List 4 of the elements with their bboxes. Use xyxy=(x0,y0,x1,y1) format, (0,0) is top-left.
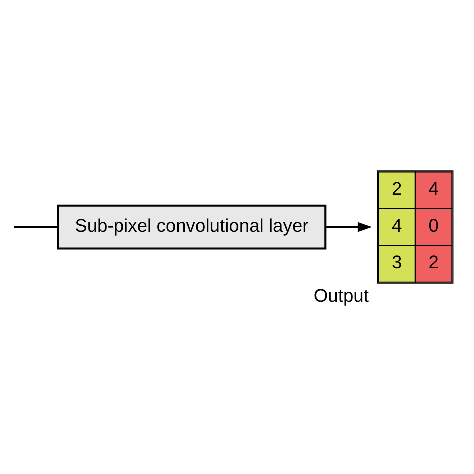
node-box: Sub-pixel convolutional layer xyxy=(56,204,326,250)
node-label: Output xyxy=(313,284,369,306)
arrow xyxy=(325,222,372,232)
connector xyxy=(14,226,58,228)
